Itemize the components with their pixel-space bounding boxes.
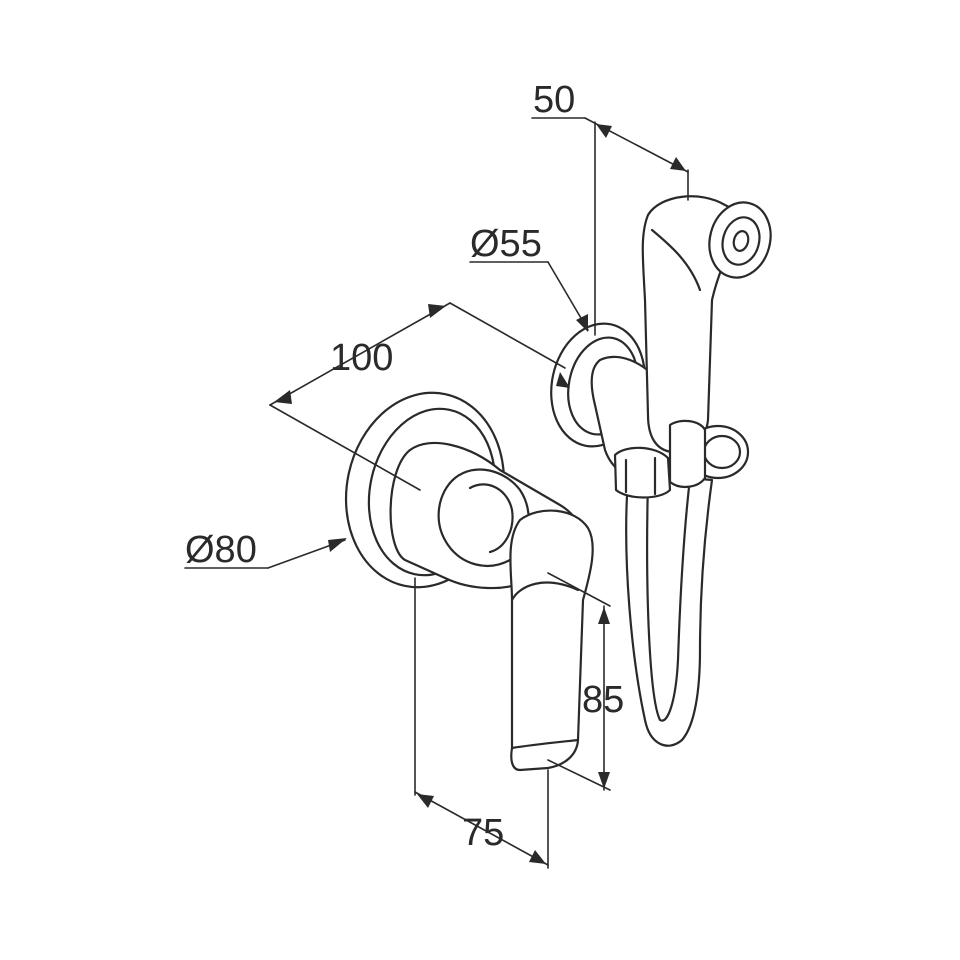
- dim-55-arrow: [576, 314, 588, 332]
- dim-50-arrow-b: [670, 157, 686, 171]
- dim-100-label: 100: [330, 337, 393, 379]
- spray-face-ring: [721, 216, 761, 266]
- trigger-housing: [668, 419, 707, 488]
- shower-spray-head: [708, 201, 772, 279]
- dim-100-arrow-a: [274, 390, 292, 404]
- dimension-labels: 50 Ø55 100 Ø80 85 75: [185, 79, 624, 854]
- mixer-lever-edge-lower: [510, 738, 580, 750]
- hose-connection-nut: [613, 446, 672, 499]
- dim-75-arrow-left: [417, 794, 434, 808]
- mixer-collar-inner: [468, 483, 514, 554]
- dim-75-arrow-right: [529, 850, 546, 864]
- dim-85-ext-bottom: [547, 759, 611, 791]
- dim-85-arrow-bottom: [598, 772, 610, 789]
- shower-hose: [625, 476, 714, 747]
- dimension-lines: [184, 117, 689, 869]
- wall-mixer: [344, 391, 594, 772]
- dim-80-label: Ø80: [185, 529, 257, 571]
- dim-85-ext-top: [547, 572, 611, 607]
- dim-55-label: Ø55: [470, 223, 542, 265]
- dim-55-arrow-b: [556, 372, 570, 388]
- dim-100-arrow-b: [428, 304, 446, 318]
- hand-shower: [613, 195, 772, 747]
- mixer-lever-handle: [509, 509, 594, 772]
- dim-80-arrow: [328, 538, 347, 552]
- shower-handle-ridge: [650, 228, 702, 292]
- dim-100-ext-b: [449, 302, 566, 369]
- dim-50-label: 50: [533, 79, 575, 121]
- dim-50-arrow-a: [596, 124, 612, 138]
- dim-100-line: [269, 302, 451, 406]
- mixer-lever-edge: [510, 581, 580, 602]
- spray-nozzle: [732, 230, 750, 252]
- dim-85-label: 85: [582, 679, 624, 721]
- dim-75-line: [414, 791, 549, 866]
- dim-85-arrow-top: [598, 607, 610, 624]
- dim-100-ext-a: [269, 404, 421, 491]
- dim-75-label: 75: [462, 812, 504, 854]
